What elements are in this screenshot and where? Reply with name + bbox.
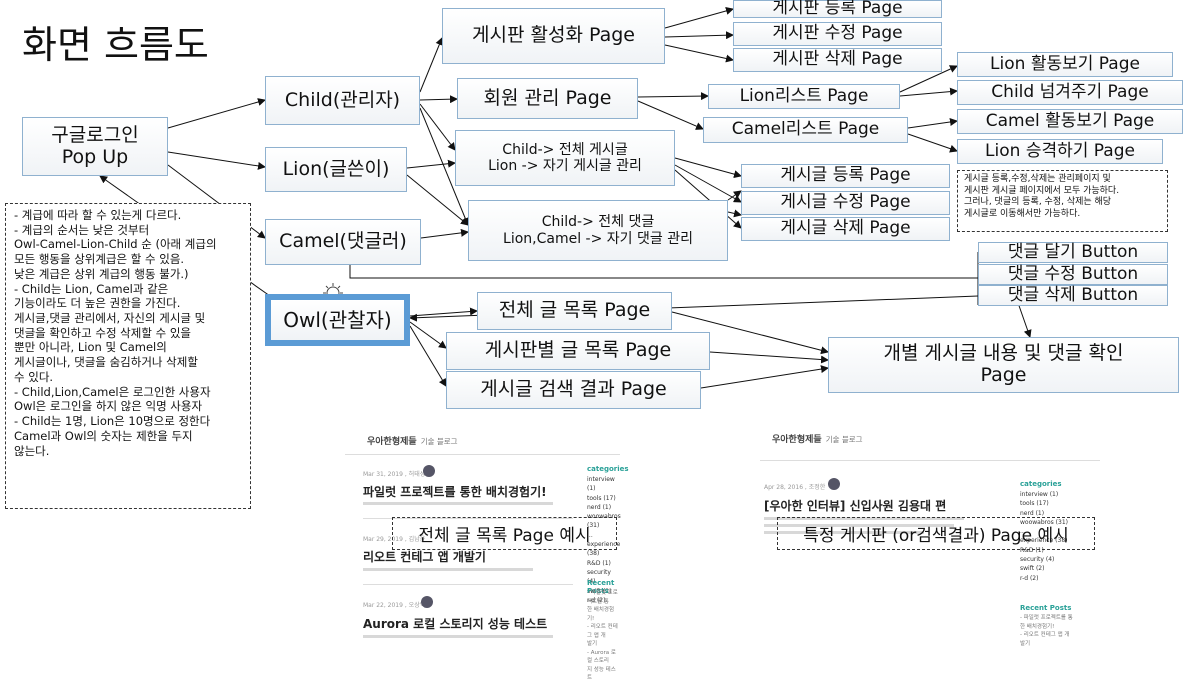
camel-list-page-box: Camel리스트 Page xyxy=(703,117,908,143)
post-manage-box: Child-> 전체 게시글 Lion -> 자기 게시글 관리 xyxy=(455,130,675,186)
recent-posts-list: - 파일럿 프로젝트를 통 한 배치경험기! - 리오트 컨테그 앱 개 발기 xyxy=(1020,615,1073,647)
recent-posts-heading: Recent Posts xyxy=(1020,604,1072,612)
avatar xyxy=(423,465,435,477)
comment-edit-button-box: 댓글 수정 Button xyxy=(978,264,1168,285)
post-title: 리오트 컨테그 앱 개발기 xyxy=(363,550,486,564)
role-camel-box: Camel(댓글러) xyxy=(265,219,421,265)
role-description-note: - 계급에 따라 할 수 있는게 다르다. - 계급의 순서는 낮은 것부터 O… xyxy=(5,203,251,509)
post-meta: Apr 28, 2016 , 조정한 xyxy=(764,484,826,491)
recent-posts-heading: Recent Posts xyxy=(587,579,615,595)
google-login-popup-box: 구글로그인 Pop Up xyxy=(22,117,168,176)
post-comment-permission-note: 게시글 등록,수정,삭제는 관리페이지 및 게시판 게시글 페이지에서 모두 가… xyxy=(957,170,1168,232)
post-title: [우아한 인터뷰] 신입사원 김용대 편 xyxy=(764,499,947,513)
role-owl-box: Owl(관찰자) xyxy=(265,294,410,346)
role-child-box: Child(관리자) xyxy=(265,76,420,125)
board-register-page-box: 게시판 등록 Page xyxy=(733,0,942,18)
categories-heading: categories xyxy=(1020,480,1062,488)
board-delete-page-box: 게시판 삭제 Page xyxy=(733,48,942,72)
post-meta: Mar 31, 2019 , 허태성 xyxy=(363,471,426,478)
board-edit-page-box: 게시판 수정 Page xyxy=(733,22,942,46)
search-result-page-box: 게시글 검색 결과 Page xyxy=(446,371,701,409)
lion-promote-page-box: Lion 승격하기 Page xyxy=(957,139,1163,164)
post-edit-page-box: 게시글 수정 Page xyxy=(741,191,950,215)
child-transfer-page-box: Child 넘겨주기 Page xyxy=(957,80,1183,105)
board-example-label: 특정 게시판 (or검색결과) Page 예시 xyxy=(777,517,1095,550)
post-meta: Mar 29, 2019 , 김남윤 xyxy=(363,536,426,543)
board-activate-page-box: 게시판 활성화 Page xyxy=(442,8,665,64)
all-posts-example-label: 전체 글 목록 Page 예시 xyxy=(392,517,617,550)
recent-posts-list: - 파일럿 프로젝트를 통 한 배치경험기! - 리오트 컨테그 앱 개 발기 … xyxy=(587,590,618,682)
page-title: 화면 흐름도 xyxy=(22,23,209,67)
member-manage-page-box: 회원 관리 Page xyxy=(457,78,638,119)
categories-list: interview (1) tools (17) nerd (1) woowab… xyxy=(1020,491,1068,582)
lion-activity-page-box: Lion 활동보기 Page xyxy=(957,52,1173,77)
comment-manage-box: Child-> 전체 댓글 Lion,Camel -> 자기 댓글 관리 xyxy=(468,200,728,261)
post-meta: Mar 22, 2019 , 오상익 xyxy=(363,602,426,609)
categories-heading: categories xyxy=(587,465,629,473)
avatar xyxy=(421,596,433,608)
role-lion-box: Lion(글쓴이) xyxy=(265,147,407,192)
all-posts-page-box: 전체 글 목록 Page xyxy=(477,292,672,330)
post-register-page-box: 게시글 등록 Page xyxy=(741,164,950,188)
avatar xyxy=(828,478,840,490)
categories-list: interview (1) tools (17) nerd (1) woowab… xyxy=(587,476,621,604)
post-delete-page-box: 게시글 삭제 Page xyxy=(741,217,950,241)
post-title: 파일럿 프로젝트를 통한 배치경험기! xyxy=(363,485,547,499)
board-posts-page-box: 게시판별 글 목록 Page xyxy=(446,332,710,370)
camel-activity-page-box: Camel 활동보기 Page xyxy=(957,109,1183,134)
comment-add-button-box: 댓글 달기 Button xyxy=(978,242,1168,263)
post-detail-page-box: 개별 게시글 내용 및 댓글 확인 Page xyxy=(828,337,1179,393)
lion-list-page-box: Lion리스트 Page xyxy=(708,84,900,109)
comment-delete-button-box: 댓글 삭제 Button xyxy=(978,285,1168,306)
post-title: Aurora 로컬 스토리지 성능 테스트 xyxy=(363,617,548,631)
